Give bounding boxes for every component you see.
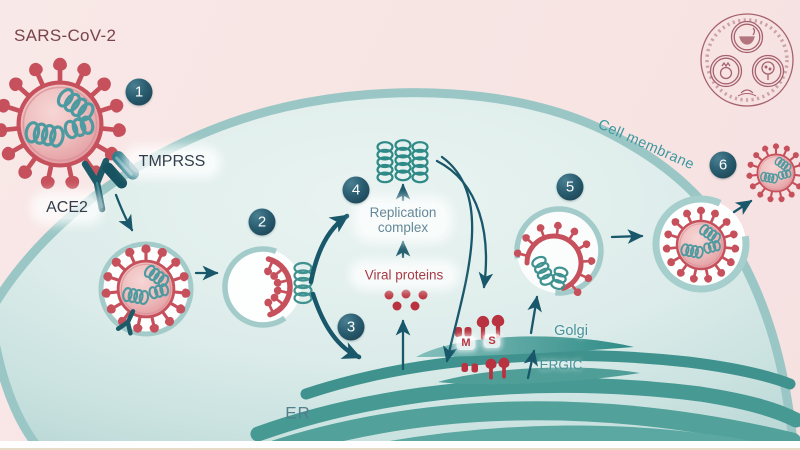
endosome [98, 241, 194, 337]
arrow-to-replication [308, 213, 350, 285]
bottom-margin-strip [0, 441, 800, 450]
arrow-golgi-to-vesicle [527, 295, 542, 335]
arrow-rna-to-golgi [435, 159, 494, 289]
internalized-receptor-icon [115, 309, 136, 336]
ergic-membrane [438, 367, 640, 385]
arrow-ergic-to-golgi [523, 349, 539, 380]
released-virion [746, 143, 800, 203]
arrow-to-er [310, 291, 362, 360]
budding-rna-coil [531, 255, 569, 291]
arrow-entry [114, 193, 134, 232]
arrow-vesicle-exit [610, 229, 644, 244]
flow-arrows [114, 155, 753, 380]
assembly-vesicle [512, 206, 604, 298]
logo-emblem-icon [700, 13, 794, 107]
exocytosis-vesicle [652, 195, 750, 293]
arrow-release [732, 199, 753, 216]
arrow-rna-to-er [440, 155, 474, 363]
viral-protein-dots [384, 289, 428, 311]
replication-complex-coils [376, 139, 429, 184]
membrane-protein-m [455, 327, 478, 373]
uncoating-vesicle [222, 246, 313, 328]
